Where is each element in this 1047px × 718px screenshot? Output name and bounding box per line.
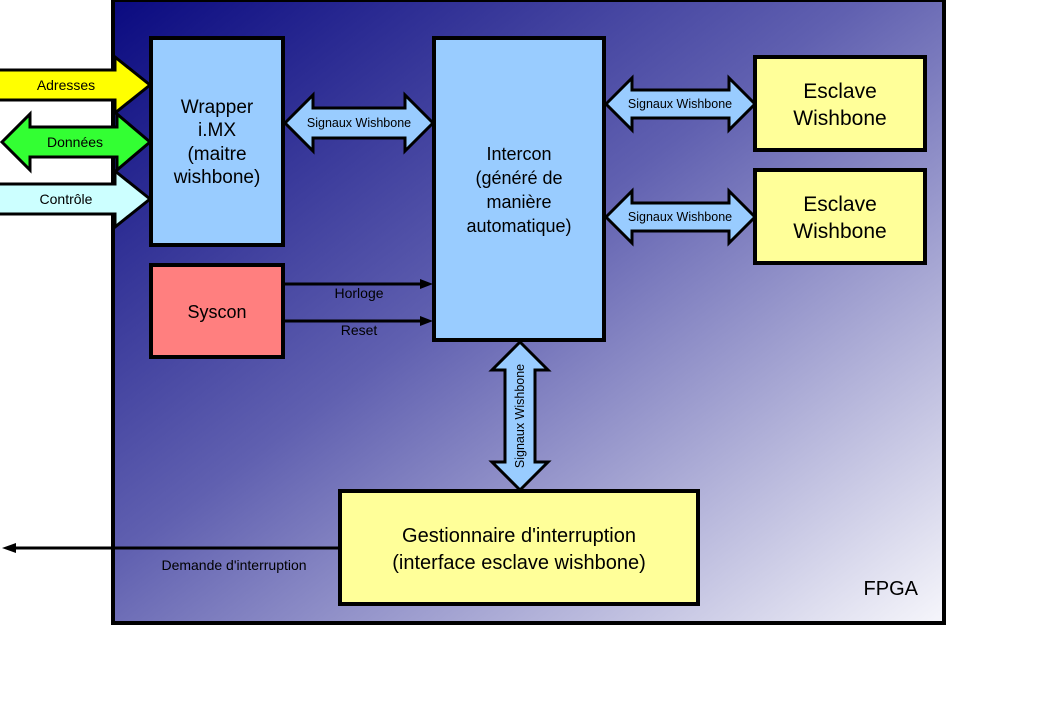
intercon-line-3: manière	[486, 192, 551, 212]
arrowhead-icon	[420, 316, 433, 326]
addresses-arrow: Adresses	[0, 53, 153, 117]
wishbone-label: Signaux Wishbone	[307, 116, 411, 130]
control-arrow: Contrôle	[0, 167, 153, 231]
data-arrow: Données	[0, 110, 153, 174]
wrapper-block: Wrapper i.MX (maitre wishbone)	[149, 36, 285, 247]
reset-label: Reset	[341, 322, 378, 338]
wrapper-line-3: (maitre	[187, 144, 246, 165]
addresses-label: Adresses	[37, 77, 95, 93]
fpga-label: FPGA	[864, 578, 919, 600]
intercon-line-4: automatique)	[466, 216, 571, 236]
syscon-block: Syscon	[149, 263, 285, 359]
slave1-line-2: Wishbone	[793, 107, 886, 130]
syscon-label: Syscon	[187, 302, 246, 322]
irq-line-1: Gestionnaire d'interruption	[402, 525, 636, 547]
wrapper-line-1: Wrapper	[181, 97, 254, 118]
interrupt-request-label: Demande d'interruption	[161, 557, 306, 573]
slave-block-1: Esclave Wishbone	[753, 55, 927, 152]
wishbone-label: Signaux Wishbone	[513, 364, 527, 468]
wishbone-label: Signaux Wishbone	[628, 210, 732, 224]
wrapper-line-2: i.MX	[198, 120, 236, 141]
data-label: Données	[47, 134, 103, 150]
irq-line-2: (interface esclave wishbone)	[392, 552, 645, 574]
arrowhead-icon	[420, 279, 433, 289]
intercon-block: Intercon (généré de manière automatique)	[432, 36, 606, 342]
slave2-line-1: Esclave	[803, 193, 877, 216]
intercon-line-2: (généré de	[475, 168, 562, 188]
wishbone-arrow-intercon-irq: Signaux Wishbone	[488, 339, 552, 493]
slave1-line-1: Esclave	[803, 80, 877, 103]
control-label: Contrôle	[40, 191, 93, 207]
clock-wire: Horloge	[283, 279, 433, 301]
wishbone-label: Signaux Wishbone	[628, 97, 732, 111]
clock-label: Horloge	[334, 285, 383, 301]
wishbone-arrow-wrapper-intercon: Signaux Wishbone	[282, 91, 436, 155]
reset-wire: Reset	[283, 316, 433, 338]
intercon-line-1: Intercon	[486, 144, 551, 164]
interrupt-request-wire: Demande d'interruption	[2, 543, 340, 573]
slave2-line-2: Wishbone	[793, 220, 886, 243]
interrupt-manager-block: Gestionnaire d'interruption (interface e…	[338, 489, 700, 606]
wrapper-line-4: wishbone)	[173, 167, 261, 188]
arrowhead-icon	[2, 543, 16, 553]
slave-block-2: Esclave Wishbone	[753, 168, 927, 265]
